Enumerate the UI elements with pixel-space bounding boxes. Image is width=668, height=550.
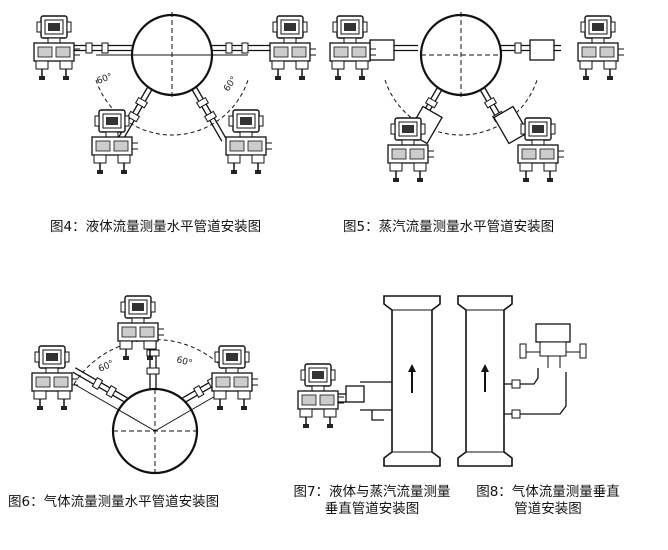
fig6-caption: 图6：气体流量测量水平管道安装图 [8, 494, 220, 510]
fig8-caption-line2: 管道安装图 [514, 501, 582, 517]
fig4-angle-left: 60° [96, 72, 114, 87]
fig7-diagram [297, 295, 441, 467]
fig8-caption-line1: 图8：气体流量测量垂直 [476, 484, 620, 500]
fig6-diagram: 60° 60° [31, 295, 259, 475]
fig4-diagram: 60° 60° [33, 12, 317, 175]
fig6-angle-left: 60° [97, 359, 116, 375]
fig7-caption-line1: 图7：液体与蒸汽流量测量 [293, 484, 451, 500]
fig4-angle-right: 60° [222, 75, 239, 94]
fig6-angle-right: 60° [175, 355, 193, 369]
fig5-diagram [329, 12, 625, 183]
fig4-caption: 图4：液体流量测量水平管道安装图 [50, 219, 262, 235]
fig7-caption: 图7：液体与蒸汽流量测量 垂直管道安装图 [286, 484, 458, 518]
fig7-caption-line2: 垂直管道安装图 [324, 501, 420, 517]
fig8-diagram [457, 295, 587, 467]
fig5-caption: 图5：蒸汽流量测量水平管道安装图 [343, 219, 555, 235]
fig8-caption: 图8：气体流量测量垂直 管道安装图 [468, 484, 628, 518]
